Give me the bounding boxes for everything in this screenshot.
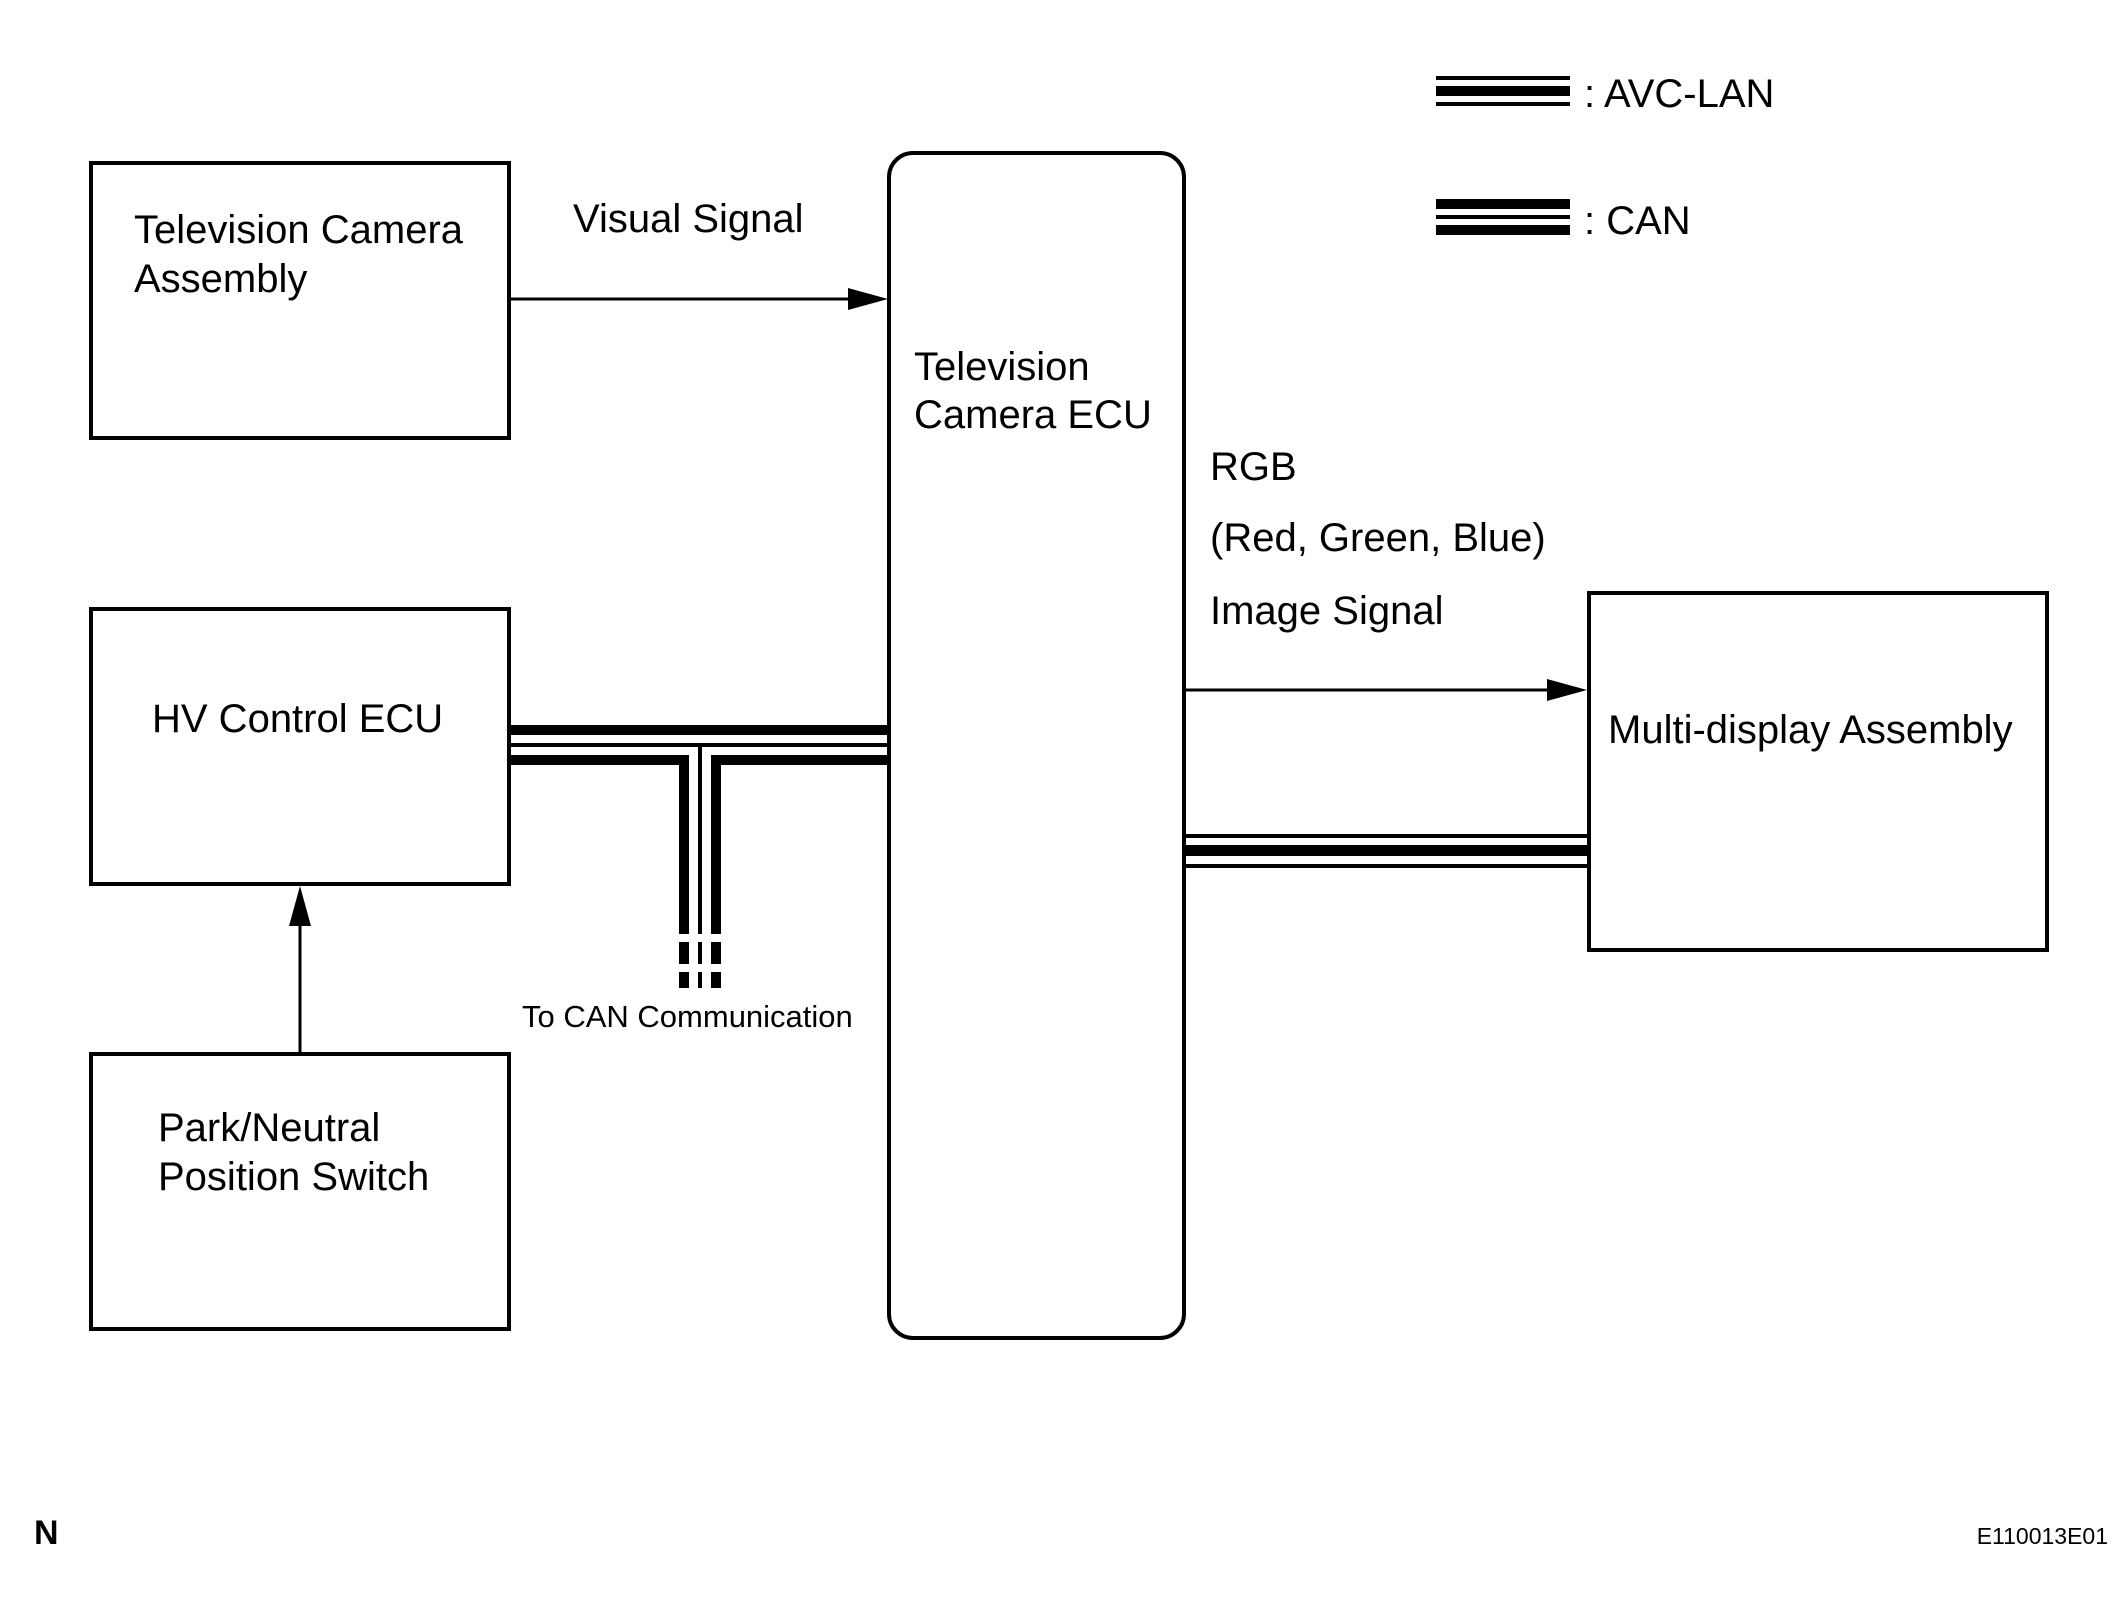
svg-text:RGB (Red, Green, Blue): RGB (Red, Green, Blue) Image Signal — [1210, 445, 1557, 633]
hv-control-ecu-label: HV Control ECU — [152, 697, 443, 741]
page-corner-mark: N — [34, 1514, 59, 1552]
camera-assembly-block: Television Camera Assembly — [89, 161, 511, 440]
avc-lan-bus — [1186, 834, 1587, 868]
tv-camera-ecu-label-line1: Television — [914, 345, 1090, 389]
can-bus-dashed-stub — [679, 902, 721, 988]
visual-signal-label: Visual Signal — [573, 197, 804, 241]
switch-to-hv-arrowhead — [289, 886, 311, 926]
svg-text:Television Camera ECU: Television Camera ECU — [914, 345, 1152, 437]
rgb-signal-connection: RGB (Red, Green, Blue) Image Signal — [1186, 445, 1587, 701]
tv-camera-ecu-block: Television Camera ECU — [887, 151, 1186, 1340]
rgb-signal-arrowhead — [1547, 679, 1587, 701]
svg-text:Television Camera Assemb: Television Camera Assembly — [134, 208, 474, 301]
park-neutral-label-line1: Park/Neutral — [158, 1106, 380, 1150]
visual-signal-connection: Visual Signal — [511, 197, 888, 310]
avc-lan-legend-symbol — [1436, 76, 1570, 106]
switch-to-hv-connection — [289, 886, 311, 1052]
camera-assembly-label-line2: Assembly — [134, 257, 307, 301]
can-bus: To CAN Communication — [511, 725, 888, 1034]
can-legend-label: : CAN — [1584, 199, 1691, 243]
rgb-label-line3: Image Signal — [1210, 589, 1443, 633]
tv-camera-ecu-label-line2: Camera ECU — [914, 393, 1152, 437]
multi-display-label: Multi-display Assembly — [1608, 708, 2013, 752]
figure-code: E110013E01 — [1977, 1523, 2108, 1549]
multi-display-block: Multi-display Assembly — [1587, 591, 2049, 952]
to-can-communication-label: To CAN Communication — [522, 999, 853, 1034]
legend: : AVC-LAN : CAN — [1436, 72, 1774, 243]
rgb-label-line1: RGB — [1210, 445, 1297, 489]
hv-control-ecu-block: HV Control ECU — [89, 607, 511, 886]
avc-lan-legend-label: : AVC-LAN — [1584, 72, 1774, 116]
camera-assembly-label-line1: Television Camera — [134, 208, 464, 252]
can-legend-symbol — [1436, 199, 1570, 235]
rgb-label-line2: (Red, Green, Blue) — [1210, 516, 1546, 560]
svg-text:Park/Neutral Position Sw: Park/Neutral Position Switch — [158, 1106, 429, 1199]
park-neutral-label-line2: Position Switch — [158, 1155, 429, 1199]
park-neutral-switch-block: Park/Neutral Position Switch — [89, 1052, 511, 1331]
visual-signal-arrowhead — [848, 288, 888, 310]
